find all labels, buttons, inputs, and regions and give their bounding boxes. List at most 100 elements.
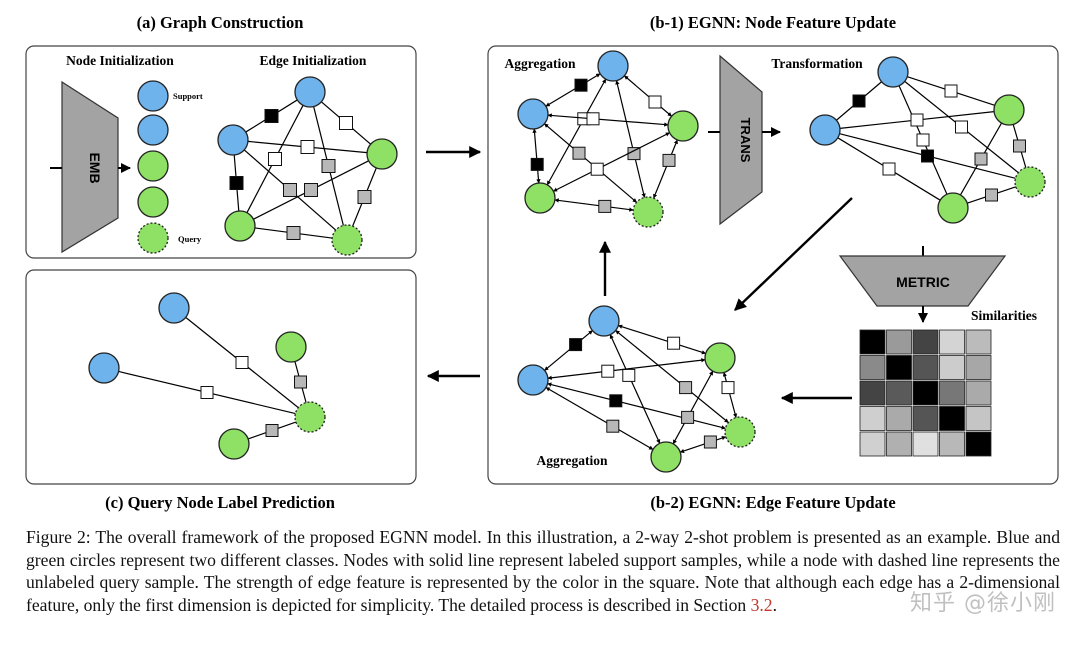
g-trans-node-support-blue-1 [809,114,841,146]
g-trans-node-support-green-2 [993,94,1025,126]
similarity-cell-1-4 [965,355,992,380]
init-node-support-green-1 [137,150,169,182]
init-node-query [137,222,169,254]
g-agg2-edge-9 [679,435,727,454]
panel-b-box [487,45,1059,485]
g-edgeinit-edge-feature-3 [321,159,336,173]
similarity-cell-0-3 [939,329,965,355]
g-edgeinit-edge-feature-7 [304,183,318,197]
g-agg1-edge-1 [623,75,673,117]
similarity-cell-2-0 [859,380,886,406]
edge-init-label: Edge Initialization [260,53,367,68]
g-trans-edge-feature-8 [1013,139,1026,153]
similarity-cell-3-1 [886,406,912,431]
g-pred-edge-feature-3 [265,424,279,437]
emb-label: EMB [87,152,103,183]
metric-block [838,255,1007,307]
g-edgeinit-edge-feature-6 [283,183,297,197]
similarity-cell-1-2 [912,355,939,380]
similarity-cell-4-3 [939,431,965,457]
transformation-label: Transformation [771,56,863,71]
g-edgeinit-edge-feature-8 [357,190,372,204]
g-agg1-edge-7 [553,132,670,192]
init-node-support-green-2 [137,186,169,218]
g-agg2-edge-1 [617,324,707,355]
g-pred-edge-feature-1 [200,386,214,399]
similarity-cell-0-0 [859,329,886,355]
g-agg1-edge-3 [615,80,646,198]
g-agg2-node-support-green-2 [704,342,736,374]
section-reference-link[interactable]: 3.2 [750,594,773,615]
g-pred-node-query-4 [294,401,326,433]
trans-label: TRANS [738,118,753,163]
egnn-framework-figure: (a) Graph Construction (b-1) EGNN: Node … [25,13,1059,512]
g-agg2-edge-feature-0 [569,338,583,352]
g-trans-node-support-green-3 [937,192,969,224]
aggregation-label-b1: Aggregation [505,56,576,71]
caption-text: Figure 2: The overall framework of the p… [26,527,1060,615]
panel-c-box [25,269,417,485]
similarity-cell-1-1 [886,355,912,380]
similarity-cell-4-2 [912,431,939,457]
g-agg2-edge-feature-1 [667,336,681,350]
g-trans-edge-feature-4 [910,113,924,127]
similarity-cell-3-2 [912,406,939,431]
g-edgeinit-node-support-blue-1 [217,124,249,156]
similarity-cell-3-3 [939,406,965,431]
g-pred-node-support-blue-0 [158,292,190,324]
panel-a-title: (a) Graph Construction [137,13,304,32]
g-edgeinit-edge-feature-2 [268,152,282,166]
g-agg2-edge-feature-3 [679,381,693,395]
g-agg1-edge-feature-8 [662,153,676,167]
similarity-cell-1-3 [939,355,965,380]
g-agg2-node-support-blue-0 [588,305,620,337]
similarity-cell-3-0 [859,406,886,431]
g-trans-edge-feature-2 [916,133,930,147]
g-agg1-edge-6 [544,123,637,203]
panel-b1-title: (b-1) EGNN: Node Feature Update [650,13,896,32]
similarity-cell-4-4 [965,431,992,457]
init-node-support-blue-1 [137,80,169,112]
panel-b2-title: (b-2) EGNN: Edge Feature Update [650,493,895,512]
g-edgeinit-node-support-blue-0 [294,76,326,108]
similarity-cell-2-3 [939,380,965,406]
g-trans-edge-feature-0 [852,94,866,108]
g-pred-edge-feature-2 [294,375,307,389]
aggregation-graph-node-update [517,50,699,228]
g-pred-node-support-blue-1 [88,352,120,384]
g-agg1-edge-0 [545,73,601,107]
g-agg1-edge-9 [554,198,634,212]
g-agg2-edge-8 [722,372,738,418]
emb-block [61,80,119,254]
aggregation-graph-edge-update [517,305,756,473]
g-agg1-edge-feature-9 [598,199,612,213]
edge-init-graph [217,76,398,256]
node-init-label: Node Initialization [66,53,174,68]
g-agg2-node-query-4 [724,416,756,448]
metric-label: METRIC [896,274,950,290]
g-agg1-edge-feature-7 [590,162,604,176]
init-node-support-blue-2 [137,114,169,146]
zhihu-watermark: 知乎 @徐小刚 [910,591,1056,616]
g-agg1-edge-5 [532,128,541,184]
g-agg1-node-support-green-2 [667,110,699,142]
g-edgeinit-edge-feature-4 [300,140,315,154]
g-agg1-edge-feature-3 [627,147,641,161]
g-pred-edge-feature-0 [235,356,249,369]
g-agg1-node-query-4 [632,196,664,228]
similarities-label: Similarities [971,308,1037,323]
g-agg1-edge-feature-0 [574,78,588,92]
aggregation-label-b2: Aggregation [537,453,608,468]
caption-end: . [772,594,777,615]
similarity-cell-0-2 [912,329,939,355]
panel-c-title: (c) Query Node Label Prediction [105,493,335,512]
g-trans-edge-feature-6 [921,149,934,163]
query-label: Query [178,234,202,244]
g-edgeinit-edge-feature-0 [264,109,279,123]
similarity-cell-4-1 [886,431,912,457]
g-agg1-edge-feature-1 [648,95,662,109]
g-agg2-edge-feature-2 [622,368,636,382]
g-edgeinit-node-support-green-3 [224,210,256,242]
g-agg2-edge-feature-8 [721,381,735,395]
similarity-cell-0-4 [965,329,992,355]
